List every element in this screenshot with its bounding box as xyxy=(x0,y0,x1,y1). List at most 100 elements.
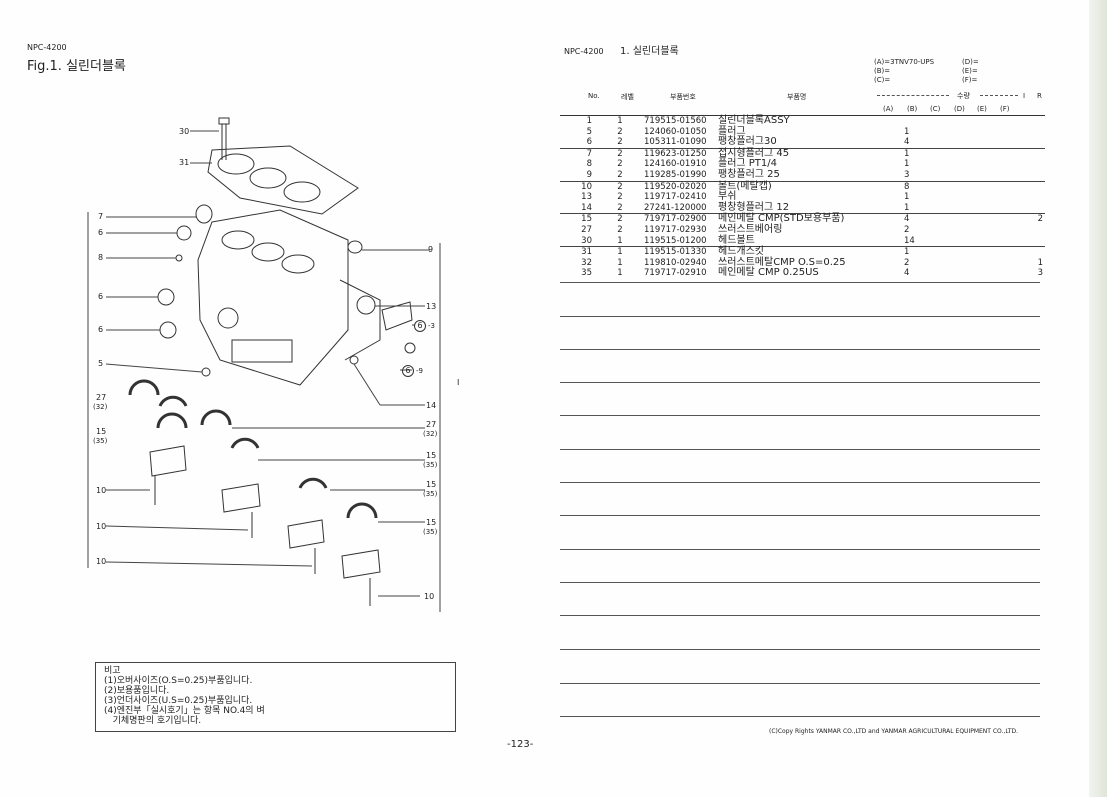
row-level: 2 xyxy=(617,202,623,213)
row-i xyxy=(1006,116,1020,127)
row-level: 1 xyxy=(598,246,642,258)
row-part-no: 124160-01910 xyxy=(644,159,707,170)
row-part-no: 719515-01560 xyxy=(644,116,707,126)
row-no: 1 xyxy=(586,116,592,126)
row-qty: 14 xyxy=(904,235,915,246)
row-i xyxy=(1006,203,1020,214)
row-no: 10 xyxy=(560,180,598,193)
remarks-line: (2)보용품입니다. xyxy=(104,686,170,696)
callout-32: (32) xyxy=(423,430,438,438)
row-i xyxy=(1006,170,1020,181)
row-level: 2 xyxy=(617,169,623,180)
row-part-no: 105311-01090 xyxy=(644,137,707,148)
table-row: 32 1 119810-02940 쓰러스트메탈CMP O.S=0.25 2 1 xyxy=(560,257,1045,269)
callout-7: 7 xyxy=(98,212,104,221)
row-qty: 1 xyxy=(876,147,1006,160)
row-part-no: 119515-01330 xyxy=(642,246,716,258)
row-i xyxy=(1006,258,1020,269)
copyright-notice: (C)Copy Rights YANMAR CO.,LTD and YANMAR… xyxy=(769,728,1019,735)
row-r xyxy=(1020,116,1045,127)
callout-15: 15 xyxy=(426,451,437,460)
bearing-shell-drawings xyxy=(128,379,378,519)
row-part-name: 실린더블록ASSY xyxy=(718,115,790,126)
section-title: 1. 실린더블록 xyxy=(620,46,679,57)
row-part-name: 팽창플러그30 xyxy=(718,136,777,148)
row-i xyxy=(1006,180,1020,193)
row-no: 13 xyxy=(581,192,592,203)
row-part-no: 119810-02940 xyxy=(644,257,707,268)
remarks-line: 기체명판의 호기입니다. xyxy=(104,716,202,726)
parts-list-table: 1 1 719515-01560 실린더블록ASSY 5 2 124060-01… xyxy=(560,115,1045,279)
variant-e: (E)= xyxy=(962,67,978,75)
row-i xyxy=(1006,213,1020,225)
callout-30: 30 xyxy=(179,127,190,136)
row-part-no: 119717-02930 xyxy=(644,224,707,235)
row-qty: 1 xyxy=(904,159,910,170)
row-part-name: 팽창플러그 25 xyxy=(718,168,780,180)
table-row: 30 1 119515-01200 헤드볼트 14 xyxy=(560,235,1045,247)
table-rule xyxy=(560,449,1040,450)
callout-35: (35) xyxy=(93,437,108,445)
remarks-line: (4)엔진부「실시호기」는 항목 NO.4의 벼 xyxy=(104,706,265,716)
table-row: 13 2 119717-02410 부쉬 1 xyxy=(560,192,1045,203)
col-qty-d: (D) xyxy=(954,105,965,113)
table-rule xyxy=(560,515,1040,516)
remarks-line: (3)언더사이즈(U.S=0.25)부품입니다. xyxy=(104,696,253,706)
row-qty: 2 xyxy=(904,224,910,235)
row-r xyxy=(1020,192,1045,203)
row-level: 2 xyxy=(617,126,623,137)
callout-15: 15 xyxy=(426,480,437,489)
row-r xyxy=(1020,159,1045,170)
row-part-no: 119623-01250 xyxy=(642,147,716,160)
row-i xyxy=(1006,225,1020,236)
head-bolt-drawing xyxy=(218,117,230,160)
row-part-name: 메인메탈 CMP(STD보용부품) xyxy=(716,213,876,225)
row-r xyxy=(1020,170,1045,181)
table-rule xyxy=(560,316,1040,317)
row-no: 5 xyxy=(586,126,592,137)
col-qty: 수량 xyxy=(957,92,970,100)
row-part-name: 메인메탈 CMP 0.25US xyxy=(718,267,819,279)
row-level: 1 xyxy=(617,235,623,246)
row-no: 7 xyxy=(560,147,598,160)
row-qty xyxy=(876,116,1006,127)
table-rule xyxy=(560,549,1040,550)
row-r: 2 xyxy=(1020,213,1045,225)
row-part-no: 119717-02410 xyxy=(644,192,707,203)
row-level: 2 xyxy=(598,213,642,225)
row-no: 8 xyxy=(586,159,592,170)
row-i xyxy=(1006,246,1020,258)
row-no: 35 xyxy=(581,268,592,279)
row-r xyxy=(1020,127,1045,138)
row-part-name: 접시형플러그 45 xyxy=(716,147,876,160)
figure-title: Fig.1. 실린더블록 xyxy=(27,59,126,74)
row-level: 2 xyxy=(617,192,623,203)
row-no: 31 xyxy=(560,246,598,258)
callout-35: (35) xyxy=(423,528,438,536)
row-i xyxy=(1006,159,1020,170)
col-qty-e: (E) xyxy=(977,105,987,113)
callout-8: 8 xyxy=(98,253,104,262)
row-part-name: 헤드개스킷 xyxy=(716,246,876,258)
row-part-name: 부쉬 xyxy=(718,191,737,203)
col-r: R xyxy=(1037,92,1042,100)
col-part-no: 부품번호 xyxy=(670,93,696,101)
callout-15: 15 xyxy=(96,427,107,436)
col-qty-f: (F) xyxy=(1000,105,1010,113)
row-qty: 4 xyxy=(876,213,1006,225)
plug-drawings xyxy=(157,204,416,377)
remarks-box: 비고 (1)오버사이즈(O.S=0.25)부품입니다. (2)보용품입니다. (… xyxy=(95,662,456,732)
row-qty: 1 xyxy=(904,126,910,137)
table-row: 8 2 124160-01910 플러그 PT1/4 1 xyxy=(560,159,1045,170)
row-part-name: 평창형플러그 12 xyxy=(718,201,790,213)
row-no: 15 xyxy=(560,213,598,225)
row-part-no: 124060-01050 xyxy=(644,126,707,137)
col-level: 레벨 xyxy=(621,93,634,101)
row-r xyxy=(1020,225,1045,236)
header-rule xyxy=(560,115,1045,116)
callout-6: 6 xyxy=(98,292,104,301)
row-part-no: 119285-01990 xyxy=(644,169,707,180)
callout-5: 5 xyxy=(98,359,104,368)
row-qty: 3 xyxy=(904,169,910,180)
row-no: 14 xyxy=(581,202,592,213)
